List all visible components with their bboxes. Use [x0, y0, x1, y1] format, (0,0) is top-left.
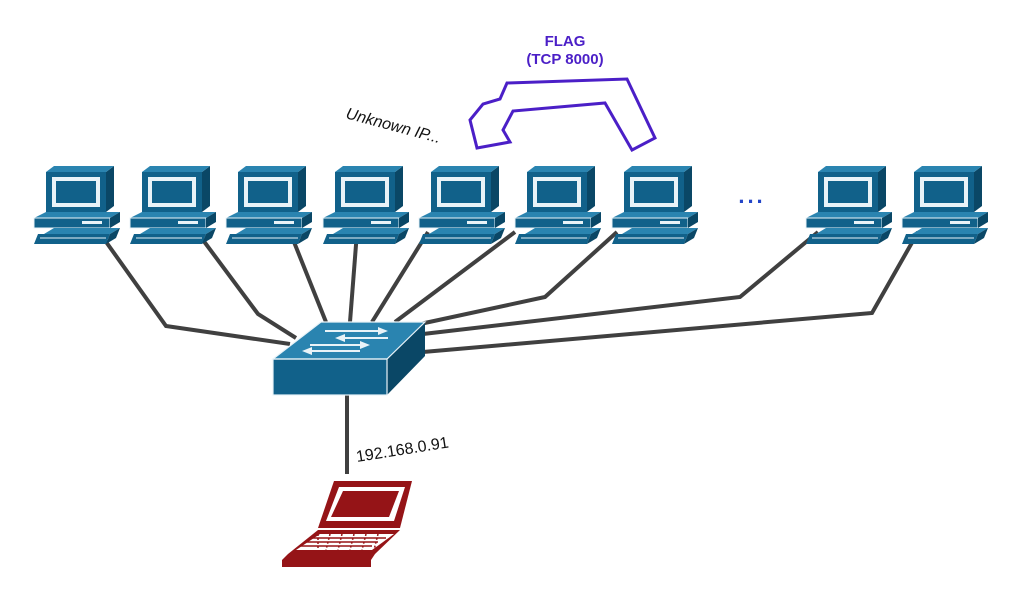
curved-arrow-icon [468, 77, 657, 152]
hosts-ellipsis: ... [738, 183, 765, 208]
unknown-ip-label: Unknown IP... [344, 105, 443, 147]
cable-host-9 [422, 231, 920, 354]
desktop-computer-icon [225, 165, 313, 245]
cable-host-7 [419, 230, 619, 326]
desktop-computer-icon [805, 165, 893, 245]
flag-title: FLAG [545, 33, 586, 50]
cable-host-8 [422, 230, 820, 336]
cable-host-1 [97, 230, 291, 346]
desktop-computer-icon [514, 165, 602, 245]
desktop-computer-icon [901, 165, 989, 245]
attacker-ip-label: 192.168.0.91 [355, 435, 450, 466]
cable-host-4 [348, 231, 359, 323]
desktop-computer-icon [322, 165, 410, 245]
cable-host-6 [393, 230, 517, 324]
cable-host-5 [370, 230, 430, 324]
cable-host-3 [288, 231, 328, 323]
desktop-computer-icon [129, 165, 217, 245]
cable-host-2 [195, 230, 298, 340]
desktop-computer-icon [418, 165, 506, 245]
laptop-icon [282, 481, 412, 567]
desktop-computer-icon [33, 165, 121, 245]
flag-subtitle: (TCP 8000) [526, 51, 603, 68]
desktop-computer-icon [611, 165, 699, 245]
network-switch-icon [271, 321, 427, 396]
